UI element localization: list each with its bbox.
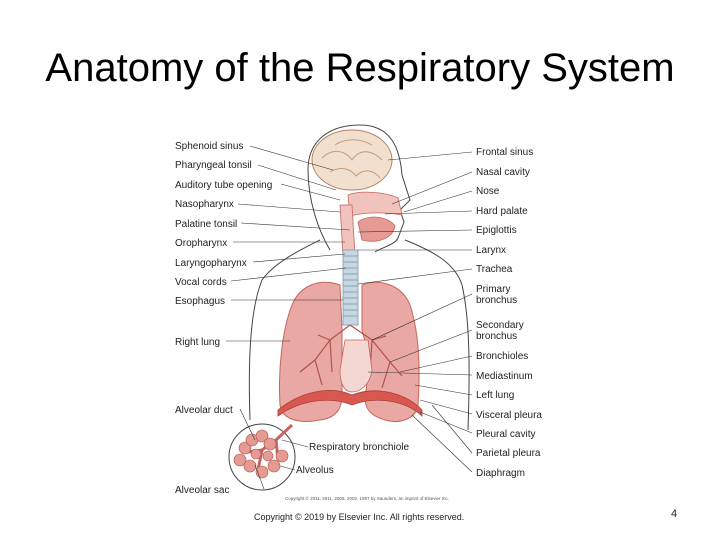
label-hard-palate: Hard palate <box>476 206 528 217</box>
label-parietal-pleura: Parietal pleura <box>476 448 541 459</box>
label-secondary: Secondary <box>476 320 524 331</box>
label-palatine-tonsil: Palatine tonsil <box>175 219 237 230</box>
label-vocal-cords: Vocal cords <box>175 277 227 288</box>
label-auditory-tube-opening: Auditory tube opening <box>175 180 272 191</box>
label-primary: Primary <box>476 284 510 295</box>
label-epiglottis: Epiglottis <box>476 225 517 236</box>
diaphragm <box>277 390 423 417</box>
right-lung <box>279 281 343 422</box>
alveolus-leader <box>279 465 296 471</box>
tongue <box>357 216 396 242</box>
left-lung <box>361 281 420 422</box>
trachea-rings <box>343 255 358 317</box>
respiratory-bronchiole-branch <box>247 423 294 471</box>
left-leader-lines <box>226 145 351 490</box>
head-outline <box>307 124 411 253</box>
label-sphenoid-sinus: Sphenoid sinus <box>175 141 243 152</box>
label-pleural-cavity: Pleural cavity <box>476 429 535 440</box>
label-oropharynx: Oropharynx <box>175 238 227 249</box>
trachea <box>342 249 359 326</box>
page-number: 4 <box>671 508 678 520</box>
label-respiratory-bronchiole: Respiratory bronchiole <box>309 442 409 453</box>
image-credit: Copyright © 2011, 2011, 2006, 2002, 1997… <box>285 495 449 501</box>
label-nasal-cavity: Nasal cavity <box>476 167 530 178</box>
mediastinum <box>339 339 373 393</box>
label-diaphragm: Diaphragm <box>476 468 525 479</box>
label-visceral-pleura: Visceral pleura <box>476 410 542 421</box>
label-primary-bronchus: bronchus <box>476 295 517 306</box>
right-leader-lines <box>357 151 473 473</box>
label-bronchioles: Bronchioles <box>476 351 528 362</box>
label-nose: Nose <box>476 186 500 197</box>
label-pharyngeal-tonsil: Pharyngeal tonsil <box>175 160 252 171</box>
copyright-footer: Copyright © 2019 by Elsevier Inc. All ri… <box>254 512 465 522</box>
label-left-lung: Left lung <box>476 390 514 401</box>
brain-folds <box>321 139 383 179</box>
label-trachea: Trachea <box>476 264 513 275</box>
label-right-lung: Right lung <box>175 337 220 348</box>
label-frontal-sinus: Frontal sinus <box>476 147 533 158</box>
body-outline <box>248 239 470 431</box>
alveoli-cluster <box>233 429 289 479</box>
label-alveolar-duct: Alveolar duct <box>175 405 233 416</box>
resp-bronchiole-leader <box>281 439 309 448</box>
label-alveolus: Alveolus <box>296 465 334 476</box>
label-secondary-bronchus: bronchus <box>476 331 517 342</box>
label-mediastinum: Mediastinum <box>476 371 533 382</box>
label-larynx: Larynx <box>476 245 506 256</box>
nasal-cavity <box>347 191 403 217</box>
label-esophagus: Esophagus <box>175 296 225 307</box>
label-alveolar-sac: Alveolar sac <box>175 485 229 496</box>
slide-title: Anatomy of the Respiratory System <box>45 46 675 90</box>
label-nasopharynx: Nasopharynx <box>175 199 234 210</box>
label-laryngopharynx: Laryngopharynx <box>175 258 247 269</box>
